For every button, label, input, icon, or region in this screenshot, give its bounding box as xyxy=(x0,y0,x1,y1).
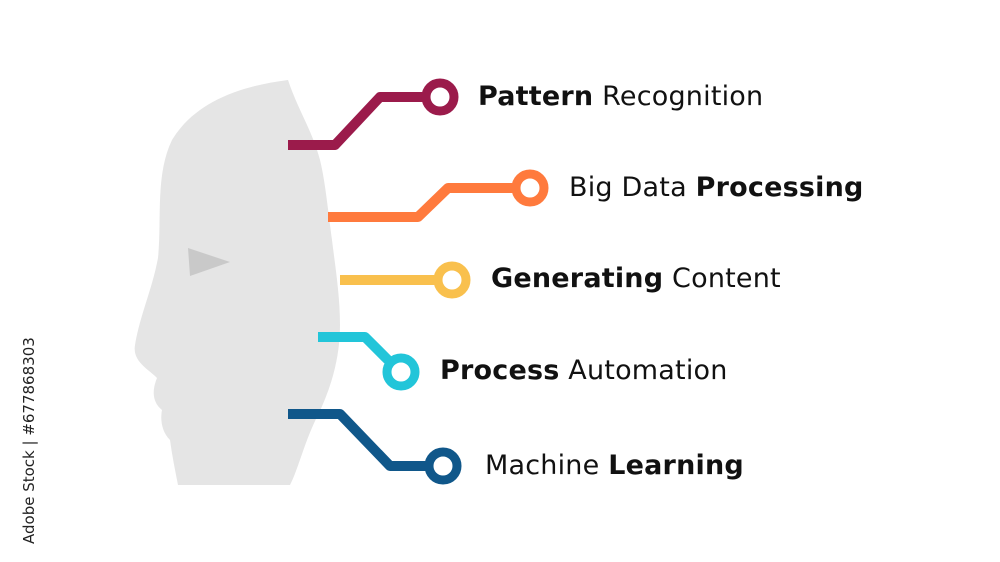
connector-line-process-automation xyxy=(318,332,394,366)
label-big-data-processing: Big Data Processing xyxy=(569,171,864,205)
label-generating-content: Generating Content xyxy=(491,262,781,296)
label-bold-text: Process xyxy=(440,355,560,386)
connector-line-big-data-processing xyxy=(328,183,515,222)
label-bold-text: Pattern xyxy=(478,81,594,112)
label-regular-text: Big Data xyxy=(569,172,696,203)
head-silhouette xyxy=(134,80,340,485)
label-regular-text: Machine xyxy=(485,450,609,481)
connector-node-machine-learning xyxy=(424,447,462,485)
label-machine-learning: Machine Learning xyxy=(485,449,744,483)
connector-node-pattern-recognition xyxy=(421,78,459,116)
label-regular-text: Content xyxy=(663,263,781,294)
label-regular-text: Recognition xyxy=(593,81,764,112)
connector-node-process-automation xyxy=(382,353,420,391)
label-bold-text: Learning xyxy=(608,450,744,481)
connector-line-pattern-recognition xyxy=(288,92,425,150)
eye-shape xyxy=(188,248,230,276)
label-regular-text: Automation xyxy=(559,355,728,386)
stock-watermark: Adobe Stock | #677868303 xyxy=(20,337,38,544)
connector-line-machine-learning xyxy=(288,409,428,471)
connector-node-big-data-processing xyxy=(511,169,549,207)
label-pattern-recognition: Pattern Recognition xyxy=(478,80,763,114)
label-bold-text: Generating xyxy=(491,263,664,294)
label-bold-text: Processing xyxy=(695,172,864,203)
label-process-automation: Process Automation xyxy=(440,354,728,388)
connector-node-generating-content xyxy=(433,261,471,299)
